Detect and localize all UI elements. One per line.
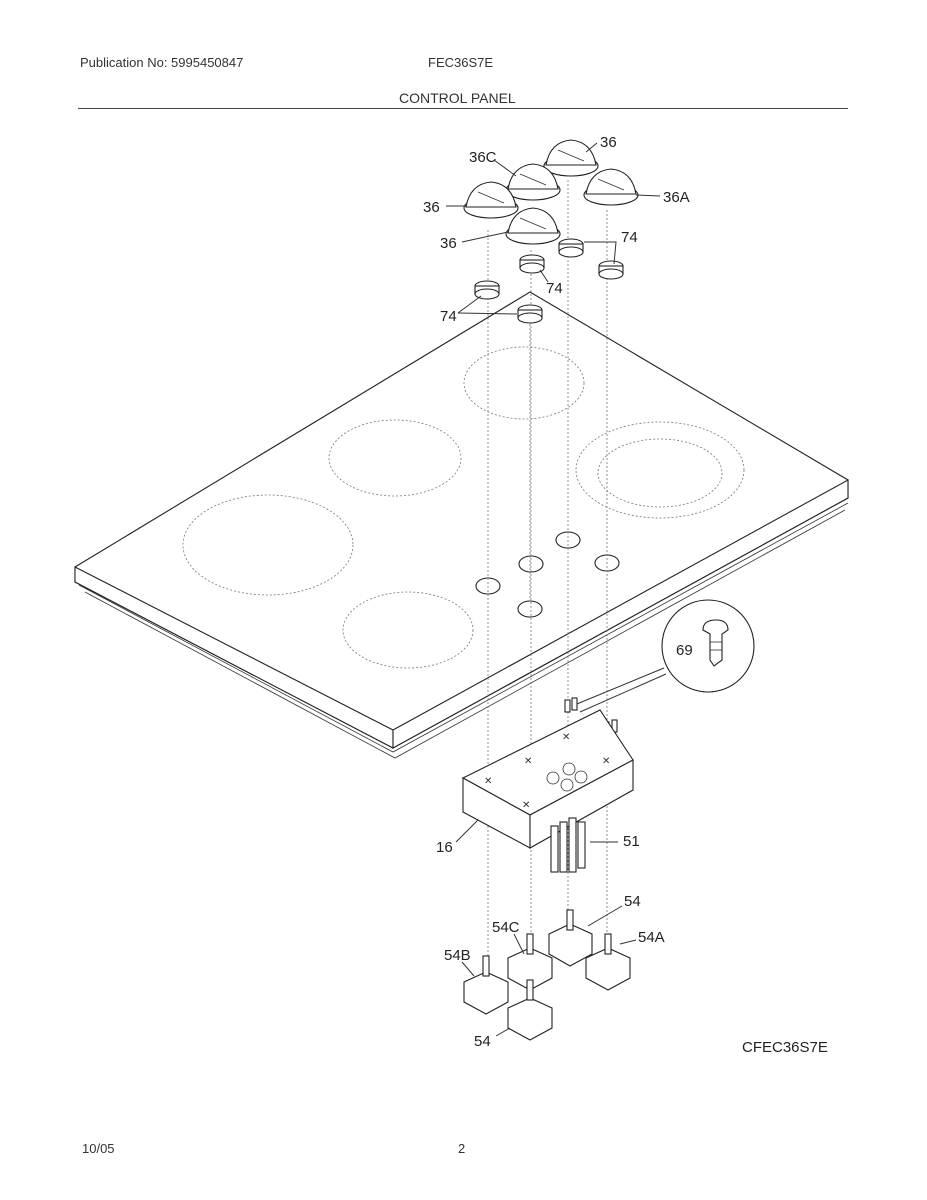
control-54c [507, 933, 553, 991]
section-title: CONTROL PANEL [399, 90, 516, 106]
burner-zone-front [342, 591, 474, 669]
burner-zone-right-inner [597, 438, 723, 508]
callout-knob-36a: 36A [663, 189, 690, 206]
callout-control-54c: 54C [492, 919, 520, 936]
drawing-code: CFEC36S7E [742, 1039, 828, 1056]
bracket-16: ✕ ✕ ✕ ✕ ✕ [461, 709, 634, 849]
knob-36-front [505, 207, 561, 245]
callout-bezel-74-right: 74 [621, 229, 638, 246]
knob-36c [505, 163, 561, 201]
control-54a [585, 933, 631, 991]
knob-36-left [463, 181, 519, 219]
svg-text:✕: ✕ [562, 732, 570, 743]
burner-zone-right-outer [575, 421, 745, 519]
svg-text:✕: ✕ [602, 756, 610, 767]
burner-zone-left-rear [328, 419, 462, 497]
header-rule [78, 108, 848, 109]
bezel-74-set [474, 238, 624, 324]
callout-control-54-bottom: 54 [474, 1033, 491, 1050]
burner-zone-rear [463, 346, 585, 420]
knob-36a [583, 168, 639, 206]
footer-date: 10/05 [82, 1141, 115, 1156]
leader-lines [446, 142, 661, 1037]
callout-bracket-16: 16 [436, 839, 453, 856]
svg-text:✕: ✕ [524, 756, 532, 767]
burner-zone-left-front [182, 494, 354, 596]
control-54-bottom [507, 979, 553, 1041]
model-number: FEC36S7E [428, 55, 494, 70]
callout-knob-36-top: 36 [600, 134, 617, 151]
callout-control-54b: 54B [444, 947, 471, 964]
control-54 [548, 909, 593, 967]
footer-page-number: 2 [458, 1141, 466, 1156]
callout-switch-51: 51 [623, 833, 640, 850]
callout-knob-36c: 36C [469, 149, 497, 166]
publication-number: Publication No: 5995450847 [80, 55, 244, 70]
switches-51 [550, 817, 618, 873]
callout-knob-36-front: 36 [440, 235, 457, 252]
callout-control-54: 54 [624, 893, 641, 910]
cooktop-glass [74, 291, 849, 759]
callout-bezel-74-mid: 74 [546, 280, 563, 297]
svg-text:✕: ✕ [484, 776, 492, 787]
callout-control-54a: 54A [638, 929, 665, 946]
control-54b [463, 955, 509, 1015]
screw-detail [571, 599, 755, 713]
knob-36-top [543, 139, 599, 177]
callout-knob-36-left: 36 [423, 199, 440, 216]
svg-text:✕: ✕ [522, 800, 530, 811]
callout-screw-69: 69 [676, 642, 693, 659]
callout-bezel-74-left: 74 [440, 308, 457, 325]
